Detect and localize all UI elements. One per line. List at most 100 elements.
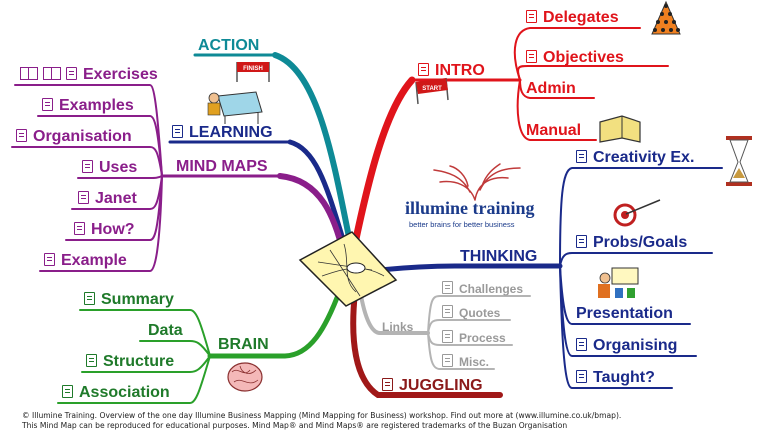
doc-icon [44,253,55,266]
mind-maps-item-text: How? [91,221,135,238]
thinking-item-organising: Organising [576,337,677,355]
juggling-label-text: JUGGLING [399,377,483,394]
intro-item-manual: Manual [526,122,581,140]
doc-icon [442,330,453,343]
doc-icon [16,129,27,142]
doc-icon [82,160,93,173]
links-branch [358,288,531,370]
brain-item-structure: Structure [86,353,174,371]
brain-item-summary: Summary [84,291,174,309]
action-branch [193,52,355,255]
doc-icon [78,191,89,204]
brand-logo: illumine training better brains for bett… [405,162,545,232]
central-map-icon [298,231,398,307]
brain-item-data: Data [148,322,183,340]
links-item-text: Process [459,331,506,345]
branch-learning-label: LEARNING [172,124,273,142]
copyright-footer: © Illumine Training. Overview of the one… [22,411,762,431]
intro-branch [348,27,669,262]
brain-item-association: Association [62,384,170,402]
thinking-item-probs-goals: Probs/Goals [576,234,687,252]
links-item-text: Quotes [459,306,501,320]
doc-icon [172,125,183,138]
doc-icon [442,281,453,294]
thinking-item-text: Taught? [593,369,655,386]
brain-item-text: Structure [103,353,175,370]
doc-icon [84,292,95,305]
learning-label-text: LEARNING [189,124,273,141]
thinking-item-text: Creativity Ex. [593,149,695,166]
doc-icon [418,63,429,76]
branch-links-label: Links [382,320,414,334]
thinking-item-text: Organising [593,337,678,354]
doc-icon [86,354,97,367]
mind-maps-item-text: Uses [99,159,138,176]
doc-icon [576,235,587,248]
links-item-quotes: Quotes [442,304,500,322]
presenter-icon [598,267,639,298]
doc-icon [576,150,587,163]
branch-intro-label: INTRO [418,62,485,80]
doc-icon [576,338,587,351]
intro-item-text: Delegates [543,9,619,26]
intro-item-text: Objectives [543,49,624,66]
mind-maps-item-text: Exercises [83,66,158,83]
hourglass-icon [726,136,752,186]
target-icon [613,199,661,227]
branch-thinking-label: THINKING [460,248,538,265]
links-item-challenges: Challenges [442,280,523,298]
intro-item-text: Manual [526,122,582,139]
branch-action-label: ACTION [198,37,260,54]
branch-brain-label: BRAIN [218,336,269,353]
finish-flag-icon: FINISH [236,62,270,82]
desk-worker-icon [207,91,263,124]
intro-item-objectives: Objectives [526,49,624,67]
intro-label-text: INTRO [435,62,485,79]
mind-maps-item-organisation: Organisation [16,128,132,146]
logo-tagline: better brains for better business [409,220,515,229]
intro-item-delegates: Delegates [526,9,619,27]
intro-item-admin: Admin [526,80,576,98]
links-item-text: Challenges [459,282,524,296]
doc-icon [526,10,537,23]
thinking-item-creativity: Creativity Ex. [576,149,694,167]
open-book-icon [599,115,641,143]
brain-item-text: Association [79,384,170,401]
doc-icon [66,67,77,80]
mind-maps-item-text: Example [61,252,127,269]
mind-maps-item-text: Examples [59,97,134,114]
mind-maps-item-janet: Janet [78,190,137,208]
start-flag-icon: START [415,77,449,105]
start-flag-text: START [422,86,442,92]
thinking-item-presentation: Presentation [576,305,673,323]
doc-icon [576,370,587,383]
links-item-text: Misc. [459,355,490,369]
books-icon [20,67,38,80]
mind-maps-item-text: Janet [95,190,137,207]
mind-maps-item-how: How? [74,221,135,239]
doc-icon [382,378,393,391]
mind-maps-item-example: Example [44,252,127,270]
doc-icon [74,222,85,235]
doc-icon [62,385,73,398]
mind-maps-item-examples: Examples [42,97,134,115]
intro-item-text: Admin [526,80,576,97]
books-icon [43,67,61,80]
thinking-item-text: Presentation [576,305,673,322]
footer-line-2: This Mind Map can be reproduced for educ… [22,421,568,430]
logo-tree-icon [433,163,521,201]
footer-line-1: © Illumine Training. Overview of the one… [22,411,622,420]
doc-icon [42,98,53,111]
doc-icon [526,50,537,63]
finish-flag-text: FINISH [243,66,263,72]
brain-icon [227,362,263,392]
brain-branch [57,287,343,404]
links-item-process: Process [442,329,506,347]
doc-icon [442,354,453,367]
links-item-misc: Misc. [442,353,489,371]
thinking-branch [377,167,723,389]
mind-maps-item-text: Organisation [33,128,132,145]
thinking-item-taught: Taught? [576,369,655,387]
branch-mind-maps-label: MIND MAPS [176,158,268,175]
